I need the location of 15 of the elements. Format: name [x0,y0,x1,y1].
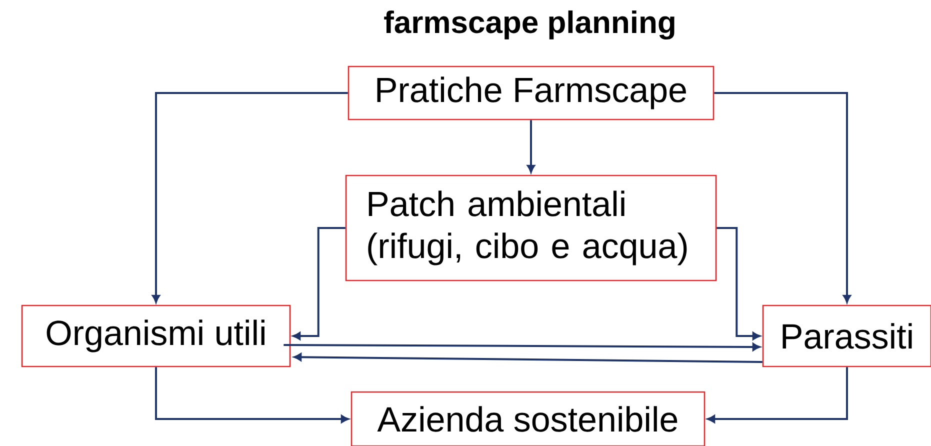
arrow [716,227,760,340]
arrow [155,367,349,423]
process-box: Patch ambientali (rifugi, cibo e acqua) [345,174,717,282]
process-box: Parassiti [762,304,931,368]
arrow [714,92,851,303]
arrow [527,120,535,173]
arrow [152,92,348,303]
process-box: Pratiche Farmscape [348,66,714,120]
process-box: Azienda sostenibile [350,391,706,446]
arrow [292,227,346,340]
arrow [294,353,762,363]
arrow [707,367,848,423]
process-box: Organismi utili [21,304,291,368]
arrow [284,343,760,351]
title: farmscape planning [384,10,674,40]
